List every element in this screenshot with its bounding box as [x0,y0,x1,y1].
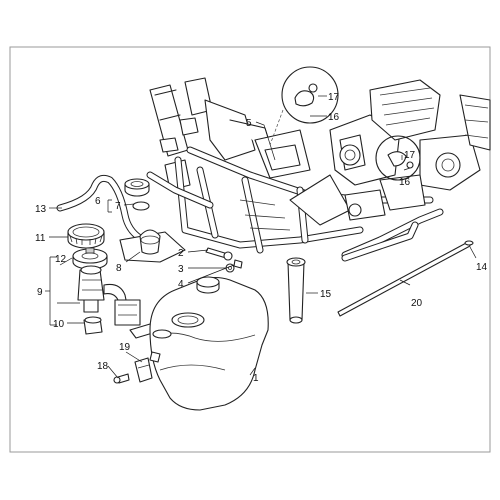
callout-3: 3 [178,264,184,275]
callout-1: 1 [253,373,259,384]
detail-circle-upper [269,66,339,146]
callout-16a: 16 [328,112,340,123]
scooter-frame-illustration [146,77,491,259]
fuel-filter [83,316,103,335]
callout-4: 4 [178,279,184,290]
callout-11: 11 [35,233,46,244]
tank-rubber-boot [119,229,186,263]
callout-13: 13 [35,204,47,215]
callout-16b: 16 [399,177,411,188]
diagram-frame [9,46,491,453]
callout-6: 6 [95,196,101,207]
bolt-and-washers [205,247,243,273]
filler-cap [124,178,150,211]
small-screw [113,373,130,384]
lock-ring [67,223,105,249]
callout-12: 12 [55,254,67,265]
callout-18: 18 [97,361,109,372]
callout-2: 2 [178,248,184,259]
breather-tube [341,221,419,262]
callout-7: 7 [115,201,121,212]
callout-5: 5 [246,118,252,129]
drain-pipe-rod [337,241,471,317]
bracket-clip [134,357,153,383]
callout-8: 8 [116,263,122,274]
callout-labels: 1 2 3 4 5 6 7 8 9 10 11 12 13 14 15 16 1… [35,92,488,384]
callout-10: 10 [53,319,65,330]
detail-circle-right [375,135,421,181]
callout-15: 15 [320,289,332,300]
callout-19: 19 [119,342,131,353]
hose-end-clip [464,240,474,246]
callout-14: 14 [476,262,488,273]
callout-17b: 17 [404,150,416,161]
fuel-pump-assembly [77,265,157,339]
callout-17a: 17 [328,92,340,103]
fuel-tank [149,276,269,411]
fuel-hose [56,174,144,242]
fuel-level-sensor [286,257,306,324]
leader-lines [45,95,477,379]
callout-9: 9 [37,287,43,298]
callout-20: 20 [411,298,423,309]
